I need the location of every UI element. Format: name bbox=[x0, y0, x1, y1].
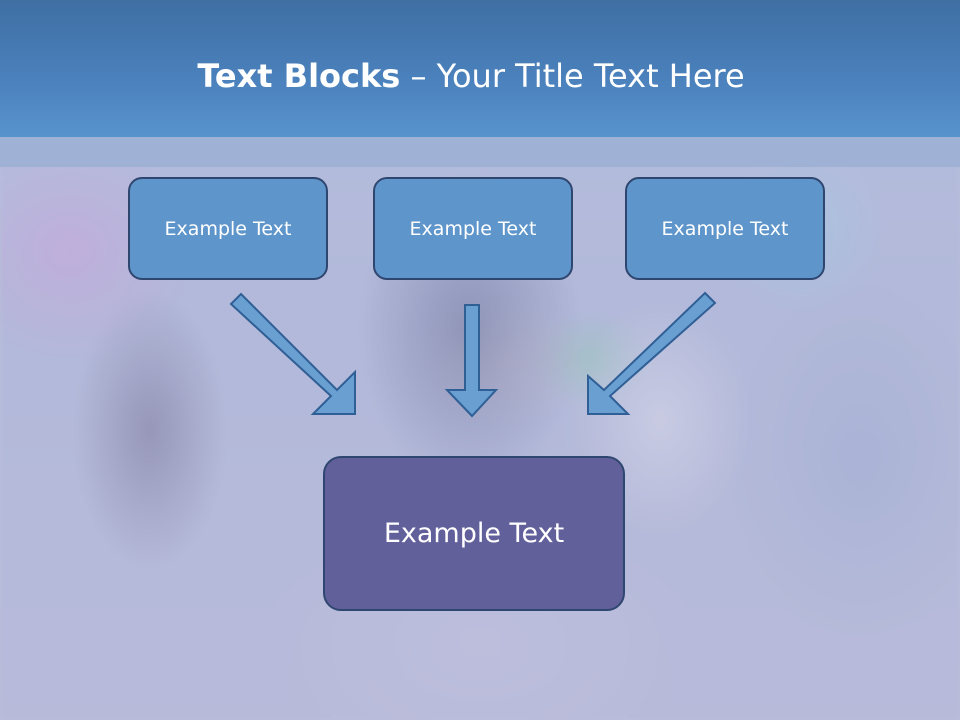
arrow-left-to-main bbox=[229, 292, 356, 415]
text-block-center-label: Example Text bbox=[409, 217, 537, 240]
text-block-main-label: Example Text bbox=[383, 518, 565, 549]
slide-title-bold: Text Blocks bbox=[197, 57, 401, 95]
text-block-center[interactable]: Example Text bbox=[373, 177, 573, 280]
text-block-right-label: Example Text bbox=[661, 217, 789, 240]
slide-title: Text Blocks – Your Title Text Here bbox=[0, 56, 942, 96]
text-block-left-label: Example Text bbox=[164, 217, 292, 240]
arrow-center-to-main bbox=[444, 304, 499, 418]
title-bar bbox=[0, 0, 960, 137]
slide-title-rest: – Your Title Text Here bbox=[400, 57, 745, 95]
text-block-main[interactable]: Example Text bbox=[323, 456, 625, 611]
title-underband bbox=[0, 137, 960, 167]
text-block-right[interactable]: Example Text bbox=[625, 177, 825, 280]
arrow-right-to-main bbox=[587, 291, 717, 415]
text-block-left[interactable]: Example Text bbox=[128, 177, 328, 280]
